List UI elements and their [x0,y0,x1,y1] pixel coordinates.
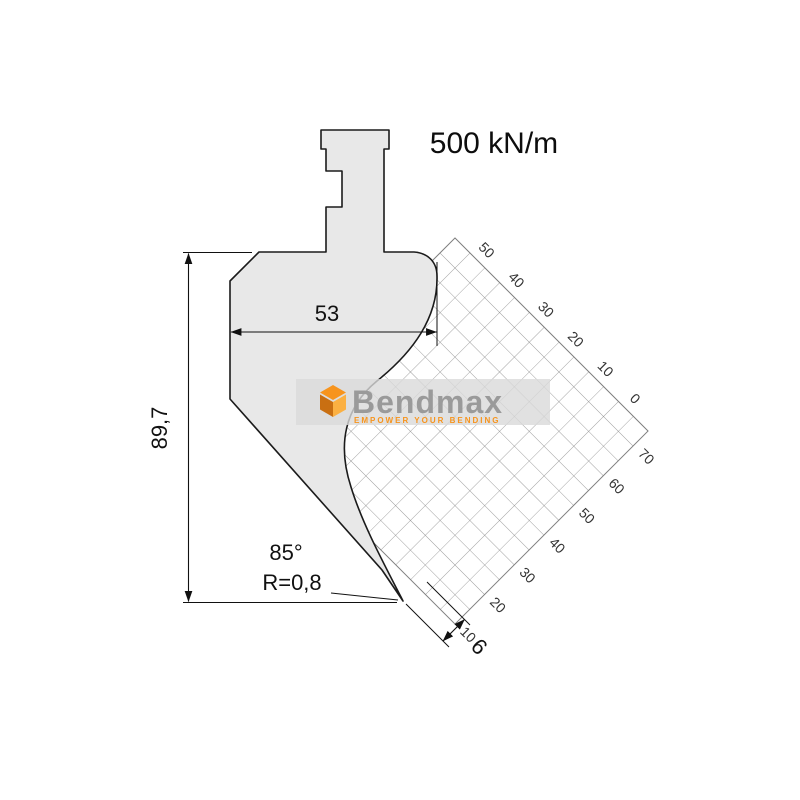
logo-cube-left [320,394,333,417]
tip-extension-line-1 [405,603,450,648]
logo-cube-top [320,385,346,400]
height-dimension-label: 89,7 [147,407,172,450]
bendmax-watermark: Bendmax EMPOWER YOUR BENDING [296,379,550,425]
tip-extension-line-2 [426,581,471,626]
tip-annotations: 85° R=0,8 [262,540,399,601]
dimension-width: 53 [230,262,438,346]
tip-width-dimension-line [442,619,465,642]
tonnage-rating-label: 500 kN/m [430,127,558,160]
tip-radius-label: R=0,8 [262,570,321,595]
logo-cube-right [333,394,346,417]
brand-tagline: EMPOWER YOUR BENDING [354,416,501,425]
tip-angle-label: 85° [269,540,302,565]
width-dimension-label: 53 [315,301,339,326]
dimension-height: 89,7 [147,252,397,603]
bendmax-logo-icon [320,385,346,417]
tip-leader-line [330,592,399,601]
brand-name: Bendmax [352,384,503,420]
